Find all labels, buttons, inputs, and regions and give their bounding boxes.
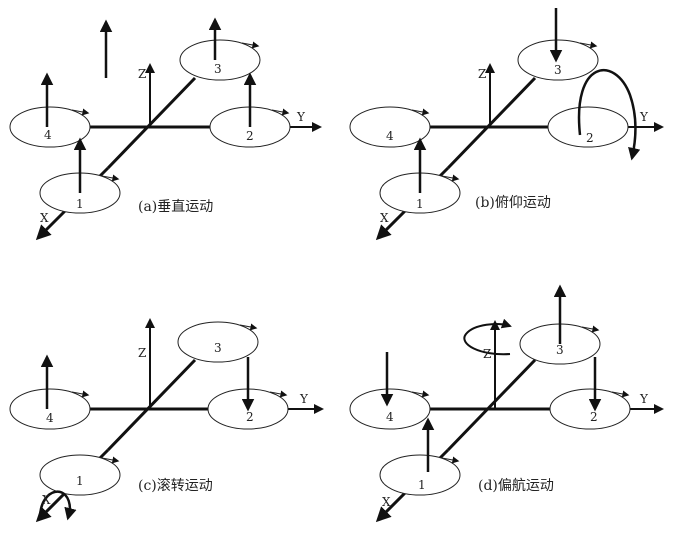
rotor-3: 3 (179, 39, 261, 81)
rotor-2-label: 2 (246, 129, 254, 143)
rotor-2: 2 (547, 106, 629, 148)
rotor-1-label: 1 (76, 197, 84, 211)
arm-1-3 (106, 358, 197, 452)
panel-a: 4 2 3 1 Z Y X (a)垂直运动 (9, 17, 322, 241)
panel-a-caption: (a)垂直运动 (138, 198, 213, 215)
panel-b-caption: (b)俯仰运动 (475, 195, 551, 211)
x-axis-label: X (382, 495, 391, 509)
rotor-4: 4 (9, 106, 91, 148)
rotor-3-label: 3 (214, 62, 222, 76)
rotor-3-label: 3 (556, 343, 564, 357)
arm-1-3 (106, 76, 197, 170)
y-axis-label: Y (639, 110, 649, 124)
y-axis-label: Y (299, 392, 309, 406)
x-axis-label: X (40, 211, 49, 225)
x-axis-label: X (380, 211, 389, 225)
rotor-3: 3 (517, 39, 599, 81)
rotor-4: 4 (349, 388, 431, 430)
panel-d: 4 2 3 1 Z Y X (d)偏航运动 (349, 284, 664, 523)
rotor-4: 4 (349, 106, 431, 148)
panel-d-caption: (d)偏航运动 (478, 478, 554, 494)
yaw-rotation-arrow (463, 318, 512, 356)
roll-rotation-arrow (38, 490, 77, 521)
panel-c-caption: (c)滚转运动 (138, 477, 213, 494)
y-axis-label: Y (296, 110, 306, 124)
rotor-3-label: 3 (554, 63, 562, 77)
arm-1-3 (446, 358, 537, 452)
rotor-2-label: 2 (590, 410, 598, 424)
pitch-rotation-arrow (577, 68, 641, 161)
rotor-2: 2 (549, 388, 631, 430)
rotor-3: 3 (177, 321, 259, 363)
rotor-1: 1 (379, 454, 461, 496)
rotor-3-label: 3 (214, 341, 222, 355)
z-axis-label: Z (138, 67, 146, 81)
arm-1-3 (446, 76, 537, 170)
rotor-1-label: 1 (418, 478, 426, 492)
rotor-1: 1 (39, 454, 121, 496)
z-axis-label: Z (138, 346, 146, 360)
panel-b: 4 2 3 1 Z Y X (b)俯仰运动 (349, 8, 664, 241)
rotor-2-label: 2 (246, 410, 254, 424)
rotor-1-label: 1 (76, 474, 84, 488)
rotor-4-label: 4 (46, 411, 54, 425)
rotor-1-label: 1 (416, 197, 424, 211)
rotor-4-label: 4 (44, 128, 52, 142)
rotor-4: 4 (9, 388, 91, 430)
x-axis-label: X (42, 493, 51, 507)
rotor-4-label: 4 (386, 410, 394, 424)
panel-c: 4 2 3 1 Z Y X (c)滚转运动 (9, 318, 324, 523)
z-axis-label: Z (483, 347, 491, 361)
rotor-2-label: 2 (586, 131, 594, 145)
y-axis-label: Y (639, 392, 649, 406)
z-axis-label: Z (478, 67, 486, 81)
rotor-4-label: 4 (386, 129, 394, 143)
